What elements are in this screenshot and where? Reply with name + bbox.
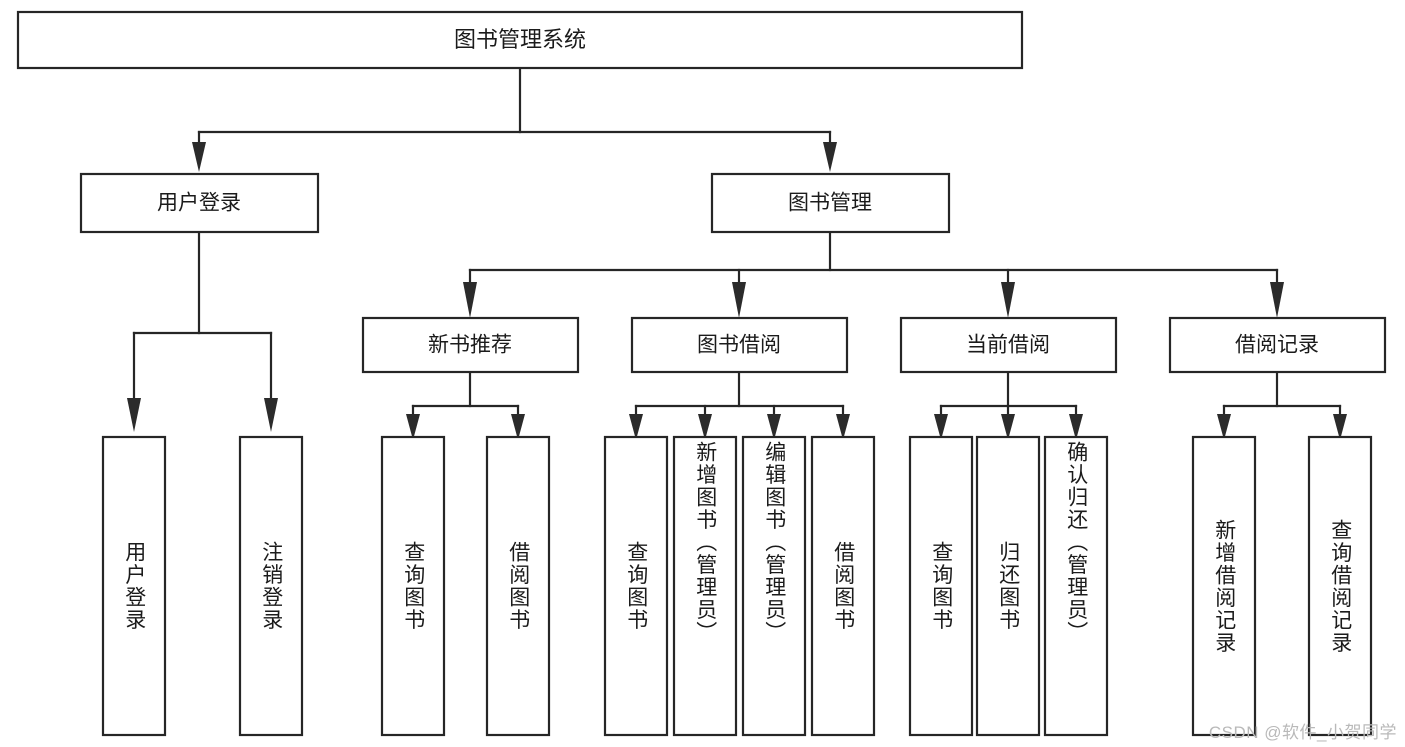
arrow-head-leaf-add-book	[698, 414, 712, 440]
arrow-head-leaf-query-book-3	[934, 414, 948, 440]
node-book-manage[interactable]: 图书管理	[710, 172, 951, 234]
leaf-add-book-box[interactable]	[672, 435, 738, 737]
leaf-confirm-return-box[interactable]	[1043, 435, 1109, 737]
leaf-edit-book-box[interactable]	[741, 435, 807, 737]
arrow-head-leaf-query-book-1	[406, 414, 420, 440]
node-book-manage-label: 图书管理	[788, 192, 872, 215]
node-root[interactable]: 图书管理系统	[16, 10, 1024, 70]
arrow-head-leaf-edit-book	[767, 414, 781, 440]
leaf-borrow-book-1-box[interactable]	[485, 435, 551, 737]
leaf-query-book-1-box[interactable]	[380, 435, 446, 737]
leaf-query-book-3-box[interactable]	[908, 435, 974, 737]
leaf-return-book-box[interactable]	[975, 435, 1041, 737]
arrow-head-user-login	[192, 142, 206, 172]
arrow-head-current-borrow	[1001, 282, 1015, 318]
node-book-borrow-label: 图书借阅	[697, 334, 781, 357]
node-current-borrow-box[interactable]	[899, 316, 1118, 374]
node-user-login[interactable]: 用户登录	[79, 172, 320, 234]
leaf-query-book-2-box[interactable]	[603, 435, 669, 737]
arrow-head-new-book-recommend	[463, 282, 477, 318]
node-book-borrow[interactable]: 图书借阅	[630, 316, 849, 374]
arrow-head-borrow-record	[1270, 282, 1284, 318]
node-book-manage-box[interactable]	[710, 172, 951, 234]
node-borrow-record-box[interactable]	[1168, 316, 1387, 374]
node-user-login-box[interactable]	[79, 172, 320, 234]
arrow-head-leaf-borrow-book-2	[836, 414, 850, 440]
arrow-head-book-borrow	[732, 282, 746, 318]
arrow-head-leaf-add-record	[1217, 414, 1231, 440]
arrow-head-book-manage	[823, 142, 837, 172]
node-current-borrow-label: 当前借阅	[966, 334, 1050, 357]
arrow-head-leaf-borrow-book-1	[511, 414, 525, 440]
node-user-login-label: 用户登录	[157, 192, 241, 215]
node-new-book-recommend-box[interactable]	[361, 316, 580, 374]
csdn-watermark: CSDN @软件_小贺同学	[1208, 723, 1397, 742]
node-book-borrow-box[interactable]	[630, 316, 849, 374]
node-root-label: 图书管理系统	[454, 27, 586, 52]
arrow-head-leaf-query-record	[1333, 414, 1347, 440]
leaf-user-login-box[interactable]	[101, 435, 167, 737]
node-borrow-record-label: 借阅记录	[1235, 334, 1319, 357]
arrow-head-leaf-logout	[264, 398, 278, 432]
node-new-book-recommend-label: 新书推荐	[428, 334, 512, 357]
leaf-query-record-box[interactable]	[1307, 435, 1373, 737]
arrow-head-leaf-return-book	[1001, 414, 1015, 440]
arrow-head-leaf-confirm-return	[1069, 414, 1083, 440]
node-borrow-record[interactable]: 借阅记录	[1168, 316, 1387, 374]
arrow-head-leaf-user-login	[127, 398, 141, 432]
leaf-borrow-book-2-box[interactable]	[810, 435, 876, 737]
node-current-borrow[interactable]: 当前借阅	[899, 316, 1118, 374]
arrow-head-leaf-query-book-2	[629, 414, 643, 440]
leaf-add-record-box[interactable]	[1191, 435, 1257, 737]
node-new-book-recommend[interactable]: 新书推荐	[361, 316, 580, 374]
connector-group	[127, 66, 1347, 440]
leaf-box-group	[101, 435, 1373, 737]
node-root-box[interactable]	[16, 10, 1024, 70]
leaf-logout-box[interactable]	[238, 435, 304, 737]
